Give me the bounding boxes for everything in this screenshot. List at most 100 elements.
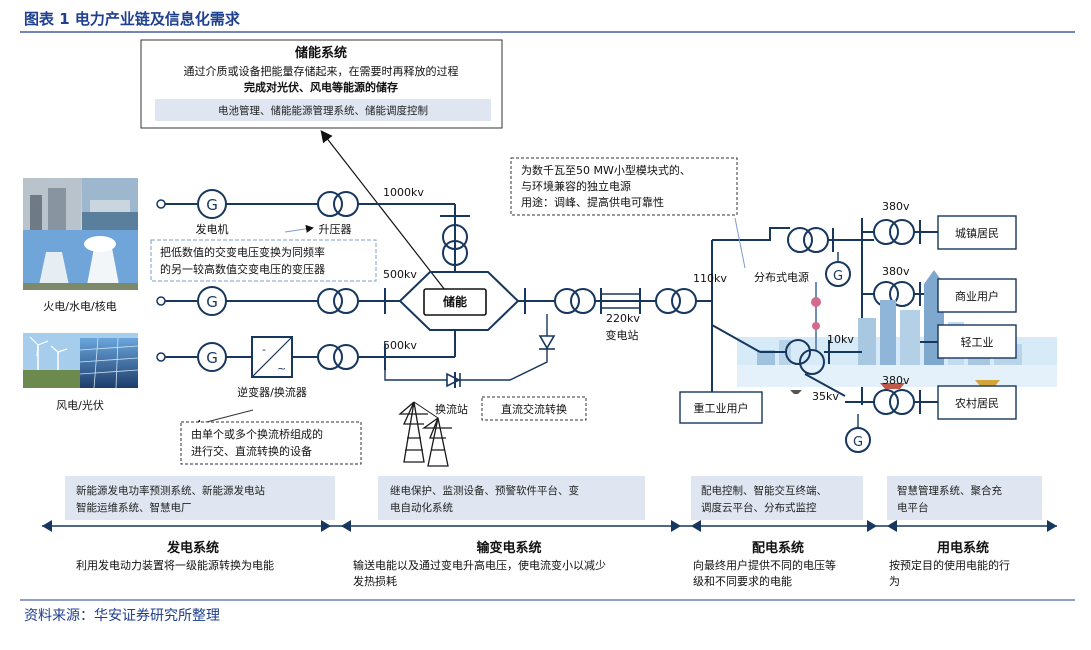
user-box-commercial: 商业用户 (937, 278, 1017, 313)
trans-system-desc-2: 发热损耗 (353, 574, 397, 588)
distributed-source-label: 分布式电源 (754, 270, 809, 284)
storage-title: 储能系统 (294, 45, 347, 61)
kv-10-label: 10kv (827, 333, 854, 346)
user-label-urban: 城镇居民 (955, 226, 999, 240)
svg-text:~: ~ (277, 362, 286, 375)
gen-info-line-2: 智能运维系统、智慧电厂 (76, 501, 192, 514)
transformer-icon (317, 344, 359, 370)
storage-system-box: 储能系统 通过介质或设备把能量存储起来，在需要时再释放的过程 完成对光伏、风电等… (140, 39, 503, 129)
generator-icon: G (845, 427, 871, 453)
distributed-note-line-1: 为数千瓦至50 MW小型模块式的、 (521, 163, 691, 177)
power-plant-photo (23, 178, 138, 290)
kv-380-label-b: 380v (882, 265, 910, 278)
inverter-icon: - ~ (251, 336, 293, 378)
use-info-line-1: 智慧管理系统、聚合充 (897, 484, 1002, 497)
user-label-light-industry: 轻工业 (961, 335, 994, 349)
dist-info-line-2: 调度云平台、分布式监控 (701, 501, 817, 514)
input-node-3 (156, 352, 166, 362)
distributed-note-line-2: 与环境兼容的独立电源 (521, 179, 631, 193)
system-timeline (42, 520, 1057, 532)
kv-110-label: 110kv (693, 272, 727, 285)
trans-system-desc-1: 输送电能以及通过变电升高电压，使电流变小以减少 (353, 558, 606, 572)
trans-info-box (378, 476, 645, 520)
substation-label: 变电站 (606, 328, 639, 342)
user-box-urban: 城镇居民 (937, 215, 1017, 250)
transformer-icon (873, 389, 915, 415)
distributed-note-line (734, 217, 746, 269)
transformer-icon (873, 219, 915, 245)
diode-icon (538, 335, 556, 350)
kv-500-label-b: 500kv (383, 339, 417, 352)
step-up-note-line-1: 把低数值的交变电压变换为同频率 (160, 245, 325, 259)
input-node-1 (156, 199, 166, 209)
gen-system-desc: 利用发电动力装置将一级能源转换为电能 (76, 558, 274, 572)
use-system-name: 用电系统 (936, 540, 989, 556)
user-box-light-industry: 轻工业 (937, 324, 1017, 359)
storage-hub (398, 204, 520, 357)
svg-text:G: G (206, 349, 218, 367)
step-up-label: 升压器 (319, 223, 352, 236)
trans-system-name: 输变电系统 (476, 540, 541, 556)
plant-photo-label: 火电/水电/核电 (43, 299, 116, 313)
storage-info: 电池管理、储能能源管理系统、储能调度控制 (218, 104, 428, 117)
inverter-note: 由单个或多个换流桥组成的 进行交、直流转换的设备 (180, 421, 362, 465)
user-box-rural: 农村居民 (937, 385, 1017, 420)
dist-info-line-1: 配电控制、智能交互终端、 (701, 484, 827, 497)
svg-text:-: - (262, 343, 266, 356)
step-up-note-arrow (284, 224, 314, 233)
inverter-note-line-2: 进行交、直流转换的设备 (191, 444, 312, 458)
dist-system-name: 配电系统 (752, 540, 804, 556)
kv-35-label: 35kv (812, 390, 839, 403)
vertical-transformer-icon (440, 215, 470, 266)
use-system-desc-2: 为 (889, 575, 900, 588)
use-info-line-2: 电平台 (897, 501, 929, 514)
transformer-icon (655, 288, 697, 314)
converter-station-label: 换流站 (435, 402, 468, 416)
step-up-note: 把低数值的交变电压变换为同频率 的另一较高数值交变电压的变压器 (150, 239, 377, 282)
kv-380-label-a: 380v (882, 200, 910, 213)
dist-system-desc-1: 向最终用户提供不同的电压等 (693, 558, 836, 572)
transformer-icon (317, 191, 359, 217)
step-up-note-line-2: 的另一较高数值交变电压的变压器 (160, 262, 325, 276)
trans-info-line-2: 电自动化系统 (390, 501, 453, 514)
use-info-box (887, 476, 1042, 520)
source-note: 资料来源：华安证券研究所整理 (24, 608, 220, 624)
figure-title: 图表 1 电力产业链及信息化需求 (24, 10, 241, 28)
svg-text:G: G (833, 269, 843, 284)
storage-desc-1: 通过介质或设备把能量存储起来，在需要时再释放的过程 (184, 64, 459, 78)
storage-arrow (320, 130, 446, 291)
trans-info-line-1: 继电保护、监测设备、预警软件平台、变 (390, 484, 579, 497)
kv-220-label: 220kv (606, 312, 640, 325)
input-node-2 (156, 296, 166, 306)
inverter-label: 逆变器/换流器 (237, 385, 307, 399)
use-system-desc-1: 按预定目的使用电能的行 (889, 558, 1010, 572)
renewable-photo-label: 风电/光伏 (56, 398, 104, 412)
renewable-photo (23, 333, 139, 389)
generator-label: 发电机 (196, 222, 229, 236)
kv-1000-label: 1000kv (383, 186, 424, 199)
dc-ac-label: 直流交流转换 (501, 402, 567, 416)
generator-icon: G (197, 342, 227, 372)
generator-icon: G (197, 286, 227, 316)
gen-info-box (65, 476, 335, 520)
distributed-note: 为数千瓦至50 MW小型模块式的、 与环境兼容的独立电源 用途：调峰、提高供电可… (510, 157, 738, 216)
svg-text:G: G (206, 293, 218, 311)
generator-icon: G (825, 261, 851, 287)
heavy-industry-box (679, 391, 763, 424)
kv-500-label-a: 500kv (383, 268, 417, 281)
gen-system-name: 发电系统 (166, 540, 219, 556)
user-label-rural: 农村居民 (955, 396, 999, 410)
svg-text:G: G (206, 196, 218, 214)
tower-icon (398, 401, 452, 467)
gen-info-line-1: 新能源发电功率预测系统、新能源发电站 (76, 484, 265, 497)
transformer-icon (554, 288, 596, 314)
distributed-note-line-3: 用途：调峰、提高供电可靠性 (521, 195, 664, 209)
storage-node (423, 288, 487, 316)
kv-380-label-c: 380v (882, 374, 910, 387)
diode-icon (446, 372, 461, 388)
inverter-note-line-1: 由单个或多个换流桥组成的 (191, 427, 323, 441)
transformer-icon (317, 288, 359, 314)
heavy-industry-label: 重工业用户 (694, 401, 749, 415)
